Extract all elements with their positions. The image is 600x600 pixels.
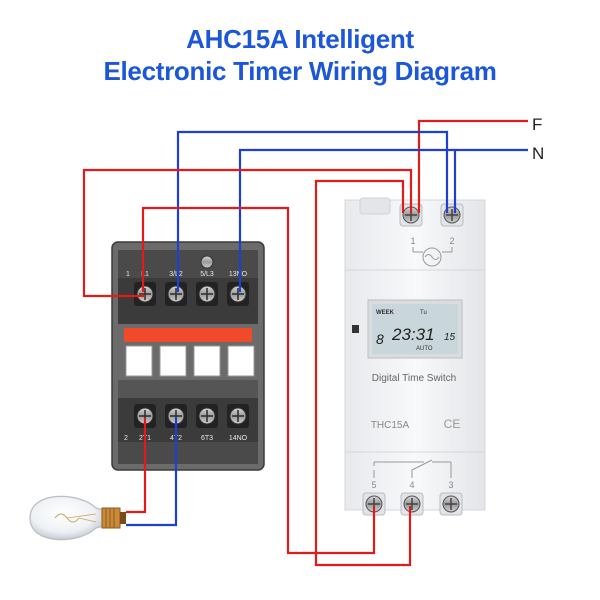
ce-mark: CE [444,417,461,431]
contactor-bottom-number: 2 [124,435,128,442]
contactor-top-number: 1 [126,271,130,278]
wire-neutral-to-contactor-13no [238,148,455,292]
timer-switch: 1 2 WEEK Tu 8 23:31 15 AUTO Digital Time… [344,197,486,516]
contactor-flap [193,345,221,377]
contactor-bottom-label: 14NO [229,435,248,442]
contactor-bottom-screw [196,404,218,428]
wire-coil-to-timer-5 [141,206,376,555]
timer-terminal-label-3: 3 [448,480,453,490]
terminal-label-n: N [532,144,544,163]
lcd-screen [372,304,458,354]
contactor-top-screw [134,282,156,306]
contactor-bottom-screw [134,404,156,428]
title-line-1: AHC15A Intelligent [186,24,414,54]
timer-terminal-label-1: 1 [410,236,415,246]
contactor-bottom-screw [227,404,249,428]
wire-neutral-to-contactor-l2 [176,130,449,292]
lcd-digit: 8 [376,331,384,347]
timer-terminal-label-4: 4 [409,480,414,490]
timer-name: Digital Time Switch [372,373,456,384]
contactor-top-label: 5/L3 [200,271,214,278]
light-bulb-icon [29,495,126,541]
contactor-flap [125,345,153,377]
lcd-time: 23:31 [391,325,435,344]
contactor-top-screw [227,282,249,306]
timer-terminal-label-2: 2 [449,236,454,246]
contactor-mount-screw [200,255,214,269]
wire-live-to-timer-4 [314,179,412,567]
wire-live-to-contactor-l1 [82,168,413,298]
wire-contactor-4t2-to-bulb [126,418,178,527]
title-line-2: Electronic Timer Wiring Diagram [103,56,497,86]
timer-button[interactable] [352,325,359,333]
ac-symbol-icon [412,247,453,267]
wires [82,119,528,567]
timer-terminal-4 [400,492,424,516]
lcd-mode: Tu [420,310,427,316]
timer-terminal-label-5: 5 [371,480,376,490]
timer-terminal-2 [440,203,464,227]
contactor-top-screw [196,282,218,306]
contactor-top-screw [165,282,187,306]
contactor: L1 3/L2 5/L3 13NO 1 [111,241,265,471]
wire-contactor-2t1-to-bulb [126,418,147,514]
timer-terminal-3 [439,492,463,516]
wire-f-to-timer-1 [417,119,528,213]
lcd-seconds: 15 [444,332,456,343]
lcd-auto: AUTO [416,346,433,352]
contactor-top-label: 3/L2 [169,271,183,278]
lcd-week: WEEK [376,310,395,316]
contactor-red-band [124,328,252,342]
timer-model: THC15A [371,420,410,431]
terminal-label-f: F [532,115,542,134]
relay-contact-symbol-icon [373,459,452,478]
contactor-flap [227,345,255,377]
contactor-top-label: 13NO [229,271,248,278]
contactor-bottom-label: 6T3 [201,435,213,442]
contactor-top-label: L1 [141,271,149,278]
contactor-flap [159,345,187,377]
